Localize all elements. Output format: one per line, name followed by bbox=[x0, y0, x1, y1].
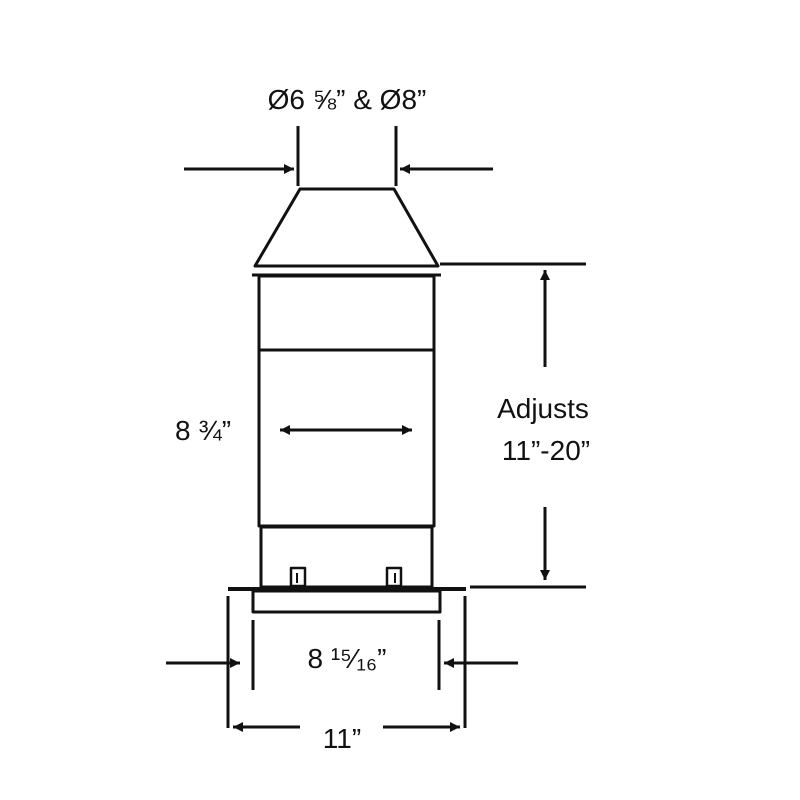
product-outline bbox=[228, 187, 466, 614]
adjust-label-line1: Adjusts bbox=[497, 393, 589, 424]
lower-body bbox=[257, 348, 436, 528]
outer-base-label: 11” bbox=[323, 723, 361, 754]
height-dimension bbox=[440, 262, 586, 589]
adjust-label-line2: 11”-20” bbox=[502, 435, 590, 466]
outer-base-dimension bbox=[226, 596, 467, 732]
clip-right bbox=[385, 566, 403, 588]
conical-top bbox=[253, 187, 440, 268]
top-diameter-dimension bbox=[184, 126, 493, 186]
collar bbox=[259, 525, 434, 589]
clip-left bbox=[289, 566, 307, 588]
base-plate bbox=[251, 589, 442, 614]
body-width-label: 8 ¾” bbox=[175, 415, 231, 446]
inner-base-label: 8 ¹⁵⁄₁₆” bbox=[307, 643, 386, 674]
inner-base-dimension bbox=[166, 620, 518, 690]
upper-body bbox=[257, 274, 436, 352]
top-diameter-label: Ø6 ⅝” & Ø8” bbox=[268, 84, 427, 115]
